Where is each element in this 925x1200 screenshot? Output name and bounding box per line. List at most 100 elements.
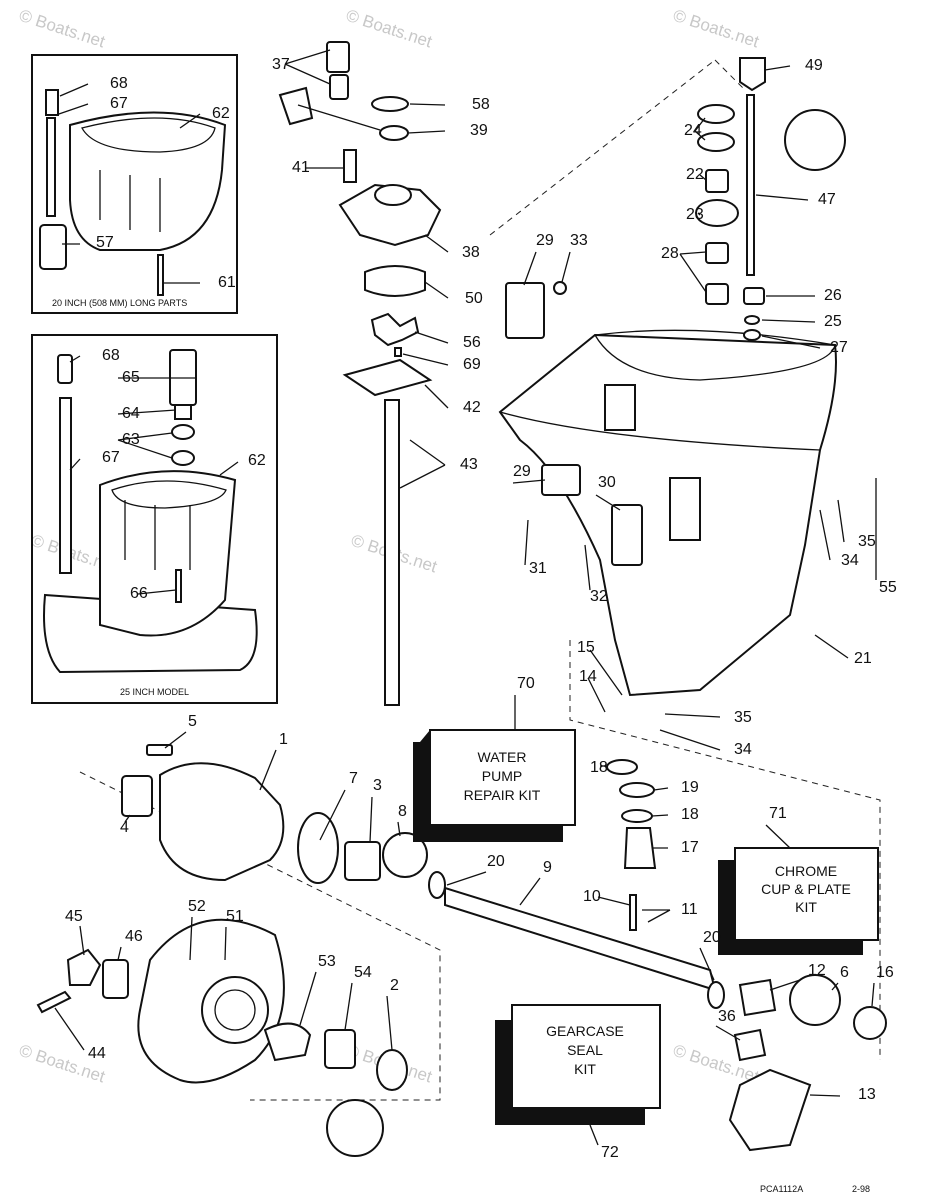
callout-c41: 41 bbox=[292, 159, 310, 176]
callout-c31: 31 bbox=[529, 560, 547, 577]
callout-c27: 27 bbox=[830, 339, 848, 356]
inset-25-inch-model: 25 INCH MODEL bbox=[31, 334, 278, 704]
callout-c38: 38 bbox=[462, 244, 480, 261]
callout-c29b: 29 bbox=[513, 463, 531, 480]
callout-c70: 70 bbox=[517, 675, 535, 692]
shift-linkage-stack bbox=[695, 57, 846, 341]
diagram-date: 2-98 bbox=[852, 1184, 870, 1194]
callout-c8: 8 bbox=[398, 803, 407, 820]
callout-c4: 4 bbox=[120, 819, 129, 836]
callout-c5: 5 bbox=[188, 713, 197, 730]
callout-c45: 45 bbox=[65, 908, 83, 925]
callout-c32: 32 bbox=[590, 588, 608, 605]
callout-c1: 1 bbox=[279, 731, 288, 748]
inset-20-inch-long-parts: 20 INCH (508 MM) LONG PARTS bbox=[31, 54, 238, 314]
kit-gearcase-line3: KIT bbox=[574, 1061, 596, 1077]
callout-c9: 9 bbox=[543, 859, 552, 876]
callout-c54: 54 bbox=[354, 964, 372, 981]
callout-c69: 69 bbox=[463, 356, 481, 373]
watermark: © Boats.net bbox=[17, 6, 108, 52]
callout-c57: 57 bbox=[96, 234, 114, 251]
callout-c66: 66 bbox=[130, 585, 148, 602]
callout-c20a: 20 bbox=[487, 853, 505, 870]
callout-c49: 49 bbox=[805, 57, 823, 74]
callout-c20b: 20 bbox=[703, 929, 721, 946]
callout-c42: 42 bbox=[463, 399, 481, 416]
callout-c30: 30 bbox=[598, 474, 616, 491]
kit-gearcase-line2: SEAL bbox=[567, 1042, 603, 1058]
callout-c51: 51 bbox=[226, 908, 244, 925]
callout-c46: 46 bbox=[125, 928, 143, 945]
kit-water-pump-line2: PUMP bbox=[482, 768, 522, 784]
kit-gearcase-seal: GEARCASE SEAL KIT bbox=[495, 1004, 661, 1125]
exhaust-housing-extension-20in bbox=[69, 111, 227, 251]
callout-c2: 2 bbox=[390, 977, 399, 994]
kit-chrome-line3: KIT bbox=[795, 899, 817, 915]
callout-c61: 61 bbox=[218, 274, 236, 291]
callout-c7: 7 bbox=[349, 770, 358, 787]
callout-c36: 36 bbox=[718, 1008, 736, 1025]
callout-c72: 72 bbox=[601, 1144, 619, 1161]
gearcase-housing bbox=[489, 59, 837, 697]
callout-c67a: 67 bbox=[110, 95, 128, 112]
callout-c28: 28 bbox=[661, 245, 679, 262]
callout-c17: 17 bbox=[681, 839, 699, 856]
leader-lines bbox=[54, 49, 877, 1146]
callout-c44: 44 bbox=[88, 1045, 106, 1062]
callout-c37: 37 bbox=[272, 56, 290, 73]
callout-c62a: 62 bbox=[212, 105, 230, 122]
water-tube-20in bbox=[39, 89, 164, 296]
callout-c35b: 35 bbox=[734, 709, 752, 726]
callout-c62b: 62 bbox=[248, 452, 266, 469]
callout-c10: 10 bbox=[583, 888, 601, 905]
callout-c6: 6 bbox=[840, 964, 849, 981]
callout-c65: 65 bbox=[122, 369, 140, 386]
callout-c39: 39 bbox=[470, 122, 488, 139]
callout-labels: 6867625761686564636267663758394138505669… bbox=[65, 56, 897, 1161]
callout-c3: 3 bbox=[373, 777, 382, 794]
callout-c26: 26 bbox=[824, 287, 842, 304]
inset-long-caption: 20 INCH (508 MM) LONG PARTS bbox=[52, 298, 187, 308]
callout-c35a: 35 bbox=[858, 533, 876, 550]
watermark: © Boats.net bbox=[344, 6, 435, 52]
callout-c29a: 29 bbox=[536, 232, 554, 249]
callout-c64: 64 bbox=[122, 405, 140, 422]
callout-c15: 15 bbox=[577, 639, 595, 656]
callout-c63: 63 bbox=[122, 431, 140, 448]
callout-c43: 43 bbox=[460, 456, 478, 473]
callout-c53: 53 bbox=[318, 953, 336, 970]
callout-c22: 22 bbox=[686, 166, 704, 183]
lower-gearcase-parts bbox=[79, 640, 887, 1152]
callout-c71: 71 bbox=[769, 805, 787, 822]
kit-chrome-cup: CHROME CUP & PLATE KIT bbox=[718, 847, 879, 955]
callout-c33: 33 bbox=[570, 232, 588, 249]
callout-c52: 52 bbox=[188, 898, 206, 915]
kit-gearcase-line1: GEARCASE bbox=[546, 1023, 624, 1039]
callout-c19: 19 bbox=[681, 779, 699, 796]
callout-c11: 11 bbox=[681, 901, 698, 918]
callout-c13: 13 bbox=[858, 1086, 876, 1103]
callout-c34a: 34 bbox=[841, 552, 859, 569]
callout-c47: 47 bbox=[818, 191, 836, 208]
callout-c25: 25 bbox=[824, 313, 842, 330]
kit-water-pump-line1: WATER bbox=[478, 749, 527, 765]
callout-c12: 12 bbox=[808, 962, 826, 979]
propeller-assembly bbox=[36, 918, 408, 1157]
callout-c50: 50 bbox=[465, 290, 483, 307]
callout-c56: 56 bbox=[463, 334, 481, 351]
callout-c58: 58 bbox=[472, 96, 490, 113]
diagram-code: PCA1112A bbox=[760, 1184, 803, 1194]
callout-c24: 24 bbox=[684, 122, 702, 139]
callout-c18a: 18 bbox=[590, 759, 608, 776]
kit-chrome-line2: CUP & PLATE bbox=[761, 881, 851, 897]
kit-water-pump: WATER PUMP REPAIR KIT bbox=[413, 729, 576, 842]
callout-c16: 16 bbox=[876, 964, 894, 981]
kit-water-pump-line3: REPAIR KIT bbox=[464, 787, 541, 803]
callout-c14: 14 bbox=[579, 668, 597, 685]
callout-c34b: 34 bbox=[734, 741, 752, 758]
exhaust-housing-25in bbox=[43, 470, 258, 674]
callout-c68a: 68 bbox=[110, 75, 128, 92]
callout-c21: 21 bbox=[854, 650, 872, 667]
watermark: © Boats.net bbox=[671, 6, 762, 52]
